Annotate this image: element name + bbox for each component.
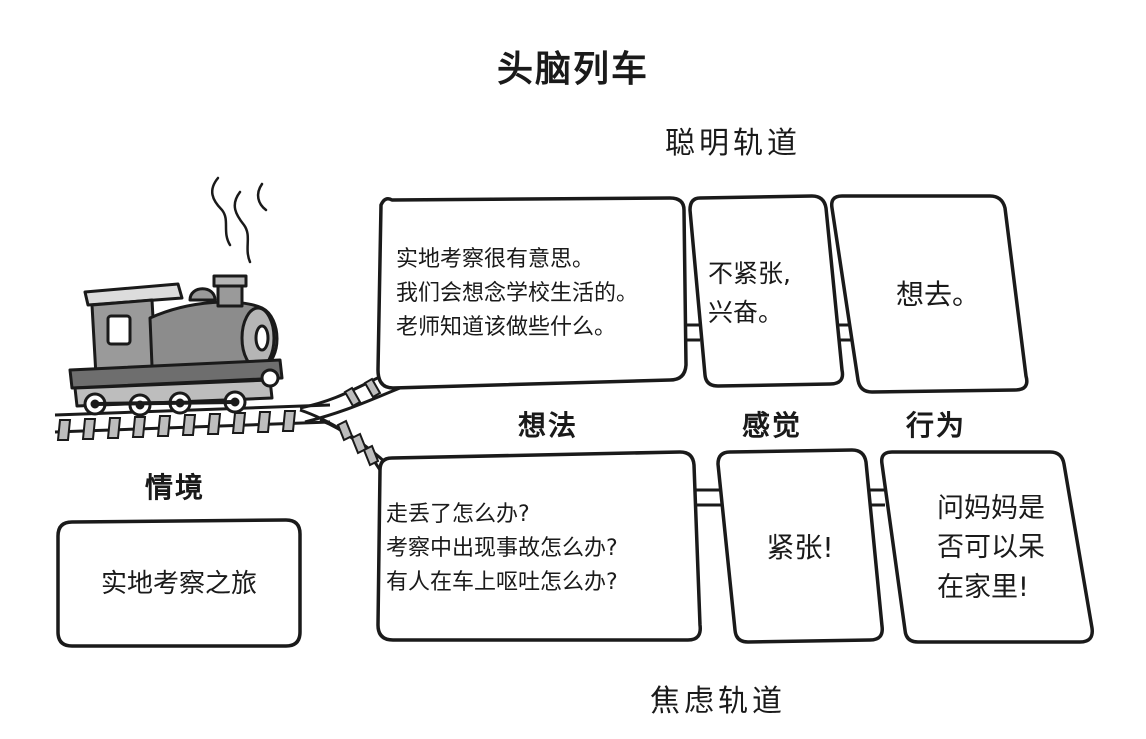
- situation-frame: [56, 518, 302, 648]
- smart-thought-1: 实地考察很有意思。: [396, 246, 595, 272]
- anxious-thought-3: 有人在车上呕吐怎么办?: [386, 570, 618, 596]
- page-title: 头脑列车: [496, 49, 649, 90]
- anxious-thought-1: 走丢了怎么办?: [386, 501, 530, 527]
- smart-thought-2: 我们会想念学校生活的。: [396, 280, 639, 306]
- column-actions-header: 行为: [906, 409, 967, 442]
- smart-feeling-2: 兴奋。: [708, 298, 784, 327]
- anxious-thoughts-card: 走丢了怎么办? 考察中出现事故怎么办? 有人在车上呕吐怎么办?: [384, 462, 696, 636]
- smart-track-label: 聪明轨道: [665, 126, 801, 161]
- train-icon: [68, 274, 284, 417]
- smart-thought-3: 老师知道该做些什么。: [396, 315, 617, 341]
- smart-thoughts-frame: [376, 196, 688, 390]
- anxious-track-label: 焦虑轨道: [650, 684, 786, 719]
- anxious-feelings-frame: [716, 448, 884, 644]
- anxious-thought-2: 考察中出现事故怎么办?: [386, 535, 618, 561]
- anxious-actions-frame: [879, 450, 1094, 644]
- anxious-action-1: 问妈妈是: [937, 493, 1045, 525]
- anxious-feeling-1: 紧张!: [766, 531, 834, 565]
- situation-heading: 情境: [145, 471, 206, 504]
- smart-feeling-1: 不紧张,: [708, 259, 791, 289]
- situation-text: 实地考察之旅: [100, 568, 257, 599]
- anxious-feelings-card: 紧张!: [735, 458, 865, 638]
- situation-box: 实地考察之旅: [60, 524, 298, 644]
- smart-actions-card: 想去。: [858, 205, 1018, 385]
- anxious-action-3: 在家里!: [937, 571, 1029, 603]
- anxious-action-2: 否可以呆: [937, 532, 1045, 564]
- anxious-actions-card: 问妈妈是 否可以呆 在家里!: [906, 458, 1076, 638]
- column-thoughts-header: 想法: [518, 409, 579, 442]
- smart-thoughts-card: 实地考察很有意思。 我们会想念学校生活的。 老师知道该做些什么。: [390, 205, 680, 383]
- anxious-thoughts-frame: [376, 450, 702, 642]
- smart-actions-frame: [829, 194, 1029, 394]
- smart-feelings-card: 不紧张, 兴奋。: [708, 205, 833, 383]
- column-feelings-header: 感觉: [742, 409, 803, 442]
- steam-icon: [210, 176, 268, 264]
- smart-feelings-frame: [688, 194, 845, 388]
- smart-action-1: 想去。: [895, 278, 980, 312]
